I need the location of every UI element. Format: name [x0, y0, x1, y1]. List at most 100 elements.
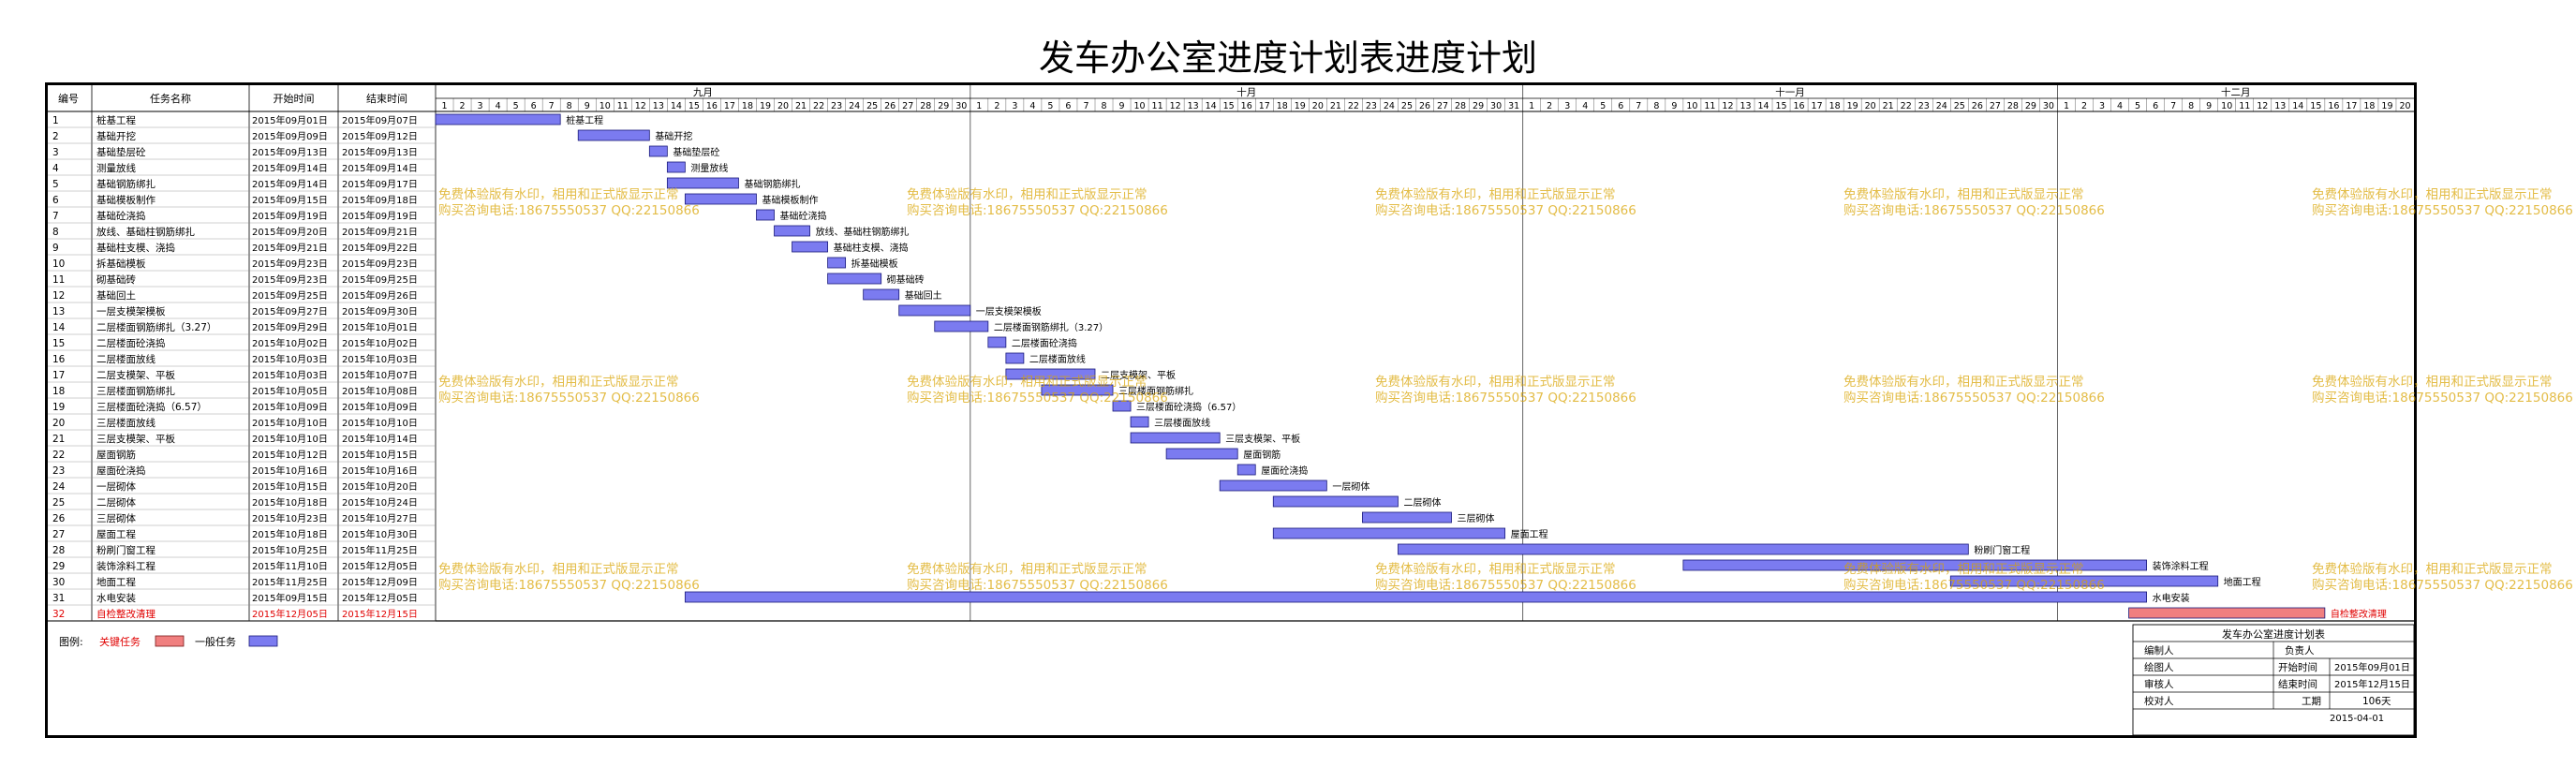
task-name: 三层砌体 [96, 513, 136, 524]
day-number: 9 [1671, 101, 1677, 111]
day-number: 12 [1170, 101, 1181, 111]
task-no: 1 [52, 115, 59, 126]
bar-label: 放线、基础柱钢筋绑扎 [816, 226, 910, 238]
task-name: 三层楼面放线 [96, 417, 155, 429]
day-number: 14 [671, 101, 682, 111]
day-number: 1 [441, 101, 447, 111]
task-name: 二层支模架、平板 [96, 369, 175, 381]
day-number: 3 [1012, 101, 1017, 111]
day-number: 2 [2081, 101, 2087, 111]
task-name: 放线、基础柱钢筋绑扎 [96, 226, 195, 238]
task-start: 2015年09月29日 [252, 321, 328, 333]
day-number: 28 [920, 101, 931, 111]
day-number: 4 [1029, 101, 1035, 111]
gantt-bar [934, 320, 989, 332]
day-number: 25 [1954, 101, 1965, 111]
bar-label: 二层楼面放线 [1029, 353, 1086, 365]
day-number: 21 [1883, 101, 1894, 111]
header-start-date: 开始时间 [274, 92, 315, 105]
bar-label: 二层楼面砼浇捣 [1012, 337, 1077, 349]
bar-label: 屋面工程 [1511, 529, 1548, 540]
day-number: 6 [531, 101, 537, 111]
gantt-bar [684, 193, 757, 205]
task-start: 2015年10月16日 [252, 465, 328, 477]
day-number: 5 [513, 101, 519, 111]
task-end: 2015年09月26日 [342, 289, 418, 302]
task-no: 31 [52, 593, 65, 604]
task-name: 基础开挖 [96, 130, 136, 142]
bar-label: 一层支模架模板 [976, 305, 1042, 317]
task-end: 2015年09月22日 [342, 242, 418, 254]
day-number: 1 [976, 101, 982, 111]
task-name: 桩基工程 [96, 114, 136, 126]
header-end-date: 结束时间 [366, 93, 407, 105]
gantt-bar [1112, 400, 1132, 412]
task-no: 13 [52, 306, 65, 317]
day-number: 6 [1618, 101, 1623, 111]
task-end: 2015年11月25日 [342, 544, 418, 556]
day-number: 12 [2257, 101, 2268, 111]
task-start: 2015年09月23日 [252, 273, 328, 286]
day-number: 20 [2399, 101, 2410, 111]
gantt-bar [987, 336, 1007, 348]
bar-label: 基础模板制作 [762, 194, 818, 206]
task-start: 2015年09月13日 [252, 146, 328, 158]
day-number: 28 [2007, 101, 2019, 111]
task-no: 7 [52, 211, 59, 222]
task-start: 2015年10月25日 [252, 544, 328, 556]
task-end: 2015年09月19日 [342, 210, 418, 222]
task-no: 16 [52, 354, 66, 365]
task-no: 27 [52, 529, 65, 540]
day-number: 20 [777, 101, 789, 111]
day-number: 15 [688, 101, 700, 111]
task-no: 28 [52, 545, 65, 556]
day-number: 19 [2381, 101, 2392, 111]
task-no: 24 [52, 481, 66, 493]
task-start: 2015年09月21日 [252, 242, 328, 254]
day-number: 25 [866, 101, 878, 111]
task-end: 2015年10月30日 [342, 528, 418, 540]
gantt-bar [1236, 464, 1256, 476]
task-end: 2015年10月03日 [342, 353, 418, 365]
month-label: 十一月 [1775, 86, 1805, 98]
bar-label: 二层楼面钢筋绑扎（3.27） [994, 321, 1108, 333]
task-no: 18 [52, 386, 65, 397]
day-number: 30 [955, 101, 967, 111]
gantt-bar [1005, 368, 1096, 380]
task-name: 屋面砼浇捣 [96, 465, 146, 477]
day-number: 26 [884, 101, 896, 111]
day-number: 2 [1547, 101, 1552, 111]
bar-label: 基础开挖 [655, 130, 692, 142]
task-name: 粉刷门窗工程 [96, 544, 155, 556]
task-no: 30 [52, 577, 65, 588]
task-end: 2015年09月14日 [342, 162, 418, 174]
task-name: 二层楼面砼浇捣 [96, 337, 166, 349]
task-end: 2015年09月21日 [342, 226, 418, 238]
gantt-bar [792, 241, 828, 253]
day-number: 15 [2310, 101, 2321, 111]
task-no: 20 [52, 418, 65, 429]
day-number: 18 [742, 101, 753, 111]
day-number: 30 [2043, 101, 2054, 111]
task-no: 10 [52, 258, 65, 270]
gantt-bar [1362, 511, 1452, 524]
day-number: 19 [760, 101, 771, 111]
info-compiler: 编制人 [2144, 644, 2174, 657]
task-name: 基础回土 [96, 289, 136, 302]
task-start: 2015年11月10日 [252, 560, 328, 572]
task-name: 一层砌体 [96, 481, 136, 493]
day-number: 29 [2025, 101, 2036, 111]
day-number: 7 [2170, 101, 2176, 111]
month-label: 十二月 [2221, 86, 2251, 98]
task-no: 5 [52, 179, 59, 190]
bar-label: 三层砌体 [1458, 513, 1495, 524]
gantt-bar [1165, 448, 1238, 460]
task-no: 15 [52, 338, 65, 349]
day-number: 11 [617, 101, 629, 111]
day-number: 7 [1083, 101, 1088, 111]
task-end: 2015年12月05日 [342, 560, 418, 572]
gantt-bar [666, 161, 686, 173]
bar-label: 水电安装 [2153, 592, 2190, 604]
task-end: 2015年09月23日 [342, 258, 418, 270]
task-end: 2015年09月18日 [342, 194, 418, 206]
